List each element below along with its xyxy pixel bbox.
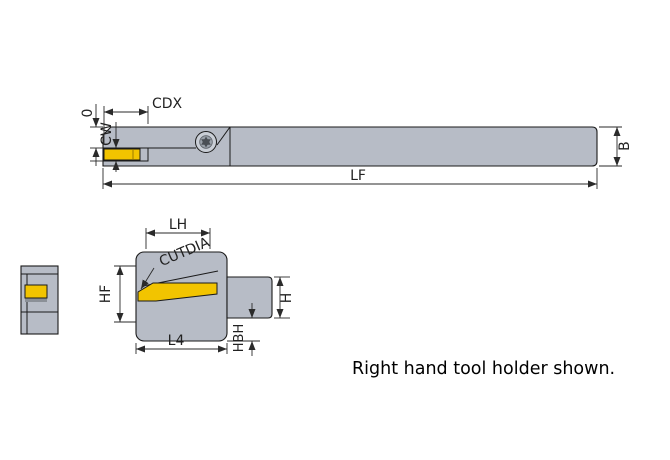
insert-top-view bbox=[137, 282, 218, 302]
insert-side-view bbox=[103, 148, 141, 161]
dim-label-hbh: HBH bbox=[232, 324, 247, 352]
dim-label-lh: LH bbox=[169, 217, 187, 233]
front-view bbox=[20, 265, 59, 335]
cutdia-leader bbox=[140, 267, 155, 290]
insert-pocket-side bbox=[103, 147, 149, 162]
torx-icon-2 bbox=[201, 139, 211, 148]
side-view: CDX CW 0 LF B bbox=[80, 96, 633, 189]
dim-label-h: H bbox=[279, 293, 295, 304]
top-view: LH CUTDIA HF L4 HBH H bbox=[98, 217, 295, 356]
insert-front-view bbox=[24, 284, 48, 299]
dim-label-zero: 0 bbox=[80, 109, 96, 118]
dim-label-lf: LF bbox=[350, 168, 366, 184]
front-insert-shadow bbox=[25, 298, 47, 302]
dim-label-l4: L4 bbox=[168, 333, 185, 349]
shank-stub-top-view bbox=[226, 276, 273, 319]
dim-label-b: B bbox=[617, 141, 633, 151]
shank-side-view bbox=[102, 126, 598, 167]
head-chamfer-line bbox=[216, 126, 231, 146]
dim-label-hf: HF bbox=[98, 285, 114, 304]
dim-label-cw: CW bbox=[99, 122, 115, 146]
dim-label-cdx: CDX bbox=[152, 96, 183, 112]
caption-text: Right hand tool holder shown. bbox=[352, 359, 615, 379]
